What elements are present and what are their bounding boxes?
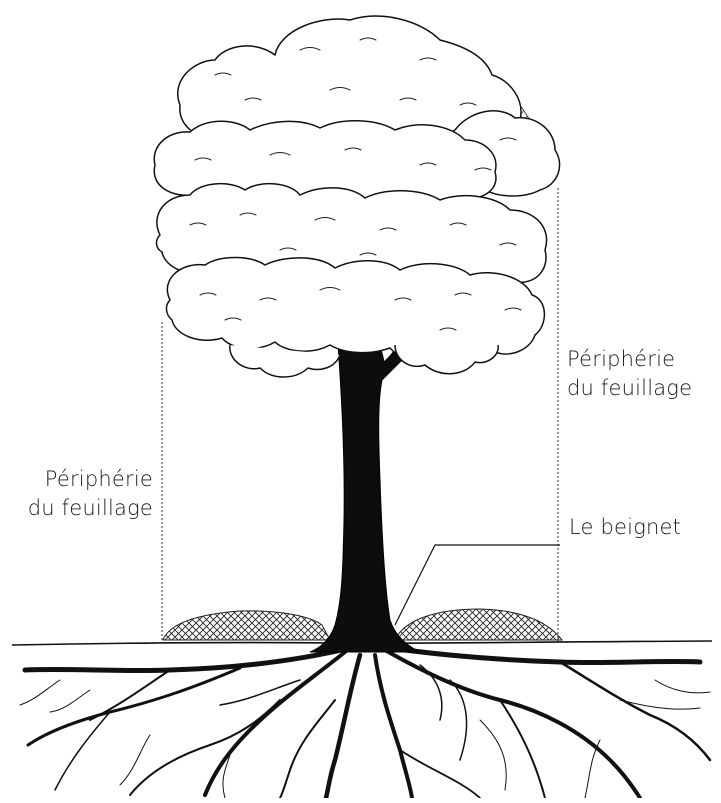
foliage-periphery-label-left: Périphérie du feuillage — [0, 465, 153, 523]
foliage-periphery-label-right: Périphérie du feuillage — [567, 345, 692, 403]
tree-trunk — [310, 325, 420, 652]
canopy — [154, 16, 559, 377]
root-system — [20, 648, 710, 798]
beignet-label: Le beignet — [569, 513, 681, 542]
